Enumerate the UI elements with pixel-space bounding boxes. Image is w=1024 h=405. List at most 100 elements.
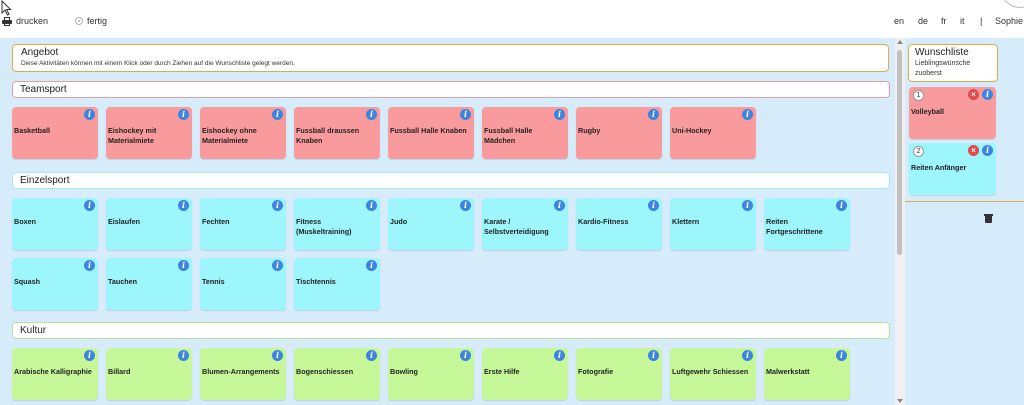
scrollbar-thumb[interactable] xyxy=(897,50,902,255)
info-icon[interactable]: i xyxy=(836,350,847,361)
wishlist-subtitle: Lieblingswünsche zuoberst xyxy=(915,60,971,77)
offer-title: Angebot xyxy=(21,47,59,58)
wishlist-label: Volleyball xyxy=(911,107,945,116)
info-icon[interactable]: i xyxy=(460,109,471,120)
lang-de-link[interactable]: de xyxy=(918,16,929,26)
info-icon[interactable]: i xyxy=(554,200,565,211)
info-icon[interactable]: i xyxy=(178,200,189,211)
activity-label: Erste Hilfe xyxy=(484,367,520,376)
activity-label: Rugby xyxy=(578,126,601,135)
lang-en-link[interactable]: en xyxy=(894,16,905,26)
done-button[interactable]: fertig xyxy=(75,16,107,26)
info-icon[interactable]: i xyxy=(554,109,565,120)
info-icon[interactable]: i xyxy=(982,89,993,100)
print-label: drucken xyxy=(16,16,49,26)
info-icon[interactable]: i xyxy=(178,109,189,120)
info-icon[interactable]: i xyxy=(366,109,377,120)
wishlist-title: Wunschliste xyxy=(915,47,969,58)
info-icon[interactable]: i xyxy=(84,350,95,361)
info-icon[interactable]: i xyxy=(272,109,283,120)
info-icon[interactable]: i xyxy=(460,200,471,211)
info-icon[interactable]: i xyxy=(648,109,659,120)
info-icon[interactable]: i xyxy=(178,260,189,271)
info-icon[interactable]: i xyxy=(272,350,283,361)
info-icon[interactable]: i xyxy=(742,109,753,120)
info-icon[interactable]: i xyxy=(272,200,283,211)
info-icon[interactable]: i xyxy=(836,200,847,211)
info-icon[interactable]: i xyxy=(648,350,659,361)
activity-label: Luftgewehr Schiessen xyxy=(672,367,749,376)
scroll-up-arrow-icon[interactable] xyxy=(897,40,903,44)
wishlist-rank: 2 xyxy=(913,146,924,157)
print-button[interactable]: drucken xyxy=(2,16,48,26)
category-header-einzelsport: Einzelsport xyxy=(12,172,890,189)
remove-icon[interactable]: × xyxy=(968,89,979,100)
user-name-link[interactable]: Sophie xyxy=(995,16,1024,26)
activity-label: Fussball draussen Knaben xyxy=(296,126,360,145)
info-icon[interactable]: i xyxy=(982,145,993,156)
info-icon[interactable]: i xyxy=(84,109,95,120)
activity-label: Fussball Halle Mädchen xyxy=(484,126,533,145)
activity-label: Arabische Kalligraphie xyxy=(14,367,92,376)
mouse-cursor-icon xyxy=(1,0,12,16)
info-icon[interactable]: i xyxy=(742,350,753,361)
top-bar: drucken fertig en de fr it | Sophie xyxy=(0,0,1024,38)
info-icon[interactable]: i xyxy=(178,350,189,361)
category-header-teamsport: Teamsport xyxy=(12,81,890,98)
scrollbar[interactable] xyxy=(895,38,905,405)
info-icon[interactable]: i xyxy=(460,350,471,361)
info-icon[interactable]: i xyxy=(272,260,283,271)
info-icon[interactable]: i xyxy=(742,200,753,211)
wishlist-label: Reiten Anfänger xyxy=(911,163,967,172)
info-icon[interactable]: i xyxy=(366,200,377,211)
lang-fr-link[interactable]: fr xyxy=(941,16,947,26)
info-icon[interactable]: i xyxy=(84,200,95,211)
done-label: fertig xyxy=(87,16,108,26)
activity-label: Eislaufen xyxy=(108,217,140,226)
trash-icon[interactable] xyxy=(984,214,993,223)
info-icon[interactable]: i xyxy=(84,260,95,271)
info-icon[interactable]: i xyxy=(554,350,565,361)
scroll-down-arrow-icon[interactable] xyxy=(897,399,903,403)
activity-label: Kardio-Fitness xyxy=(578,217,629,226)
info-icon[interactable]: i xyxy=(366,350,377,361)
lang-it-link[interactable]: it xyxy=(960,16,965,26)
info-icon[interactable]: i xyxy=(648,200,659,211)
remove-icon[interactable]: × xyxy=(968,145,979,156)
info-icon[interactable]: i xyxy=(366,260,377,271)
activity-label: Eishockey mit Materialmiete xyxy=(108,126,157,145)
activity-label: Fussball Halle Knaben xyxy=(390,126,467,135)
